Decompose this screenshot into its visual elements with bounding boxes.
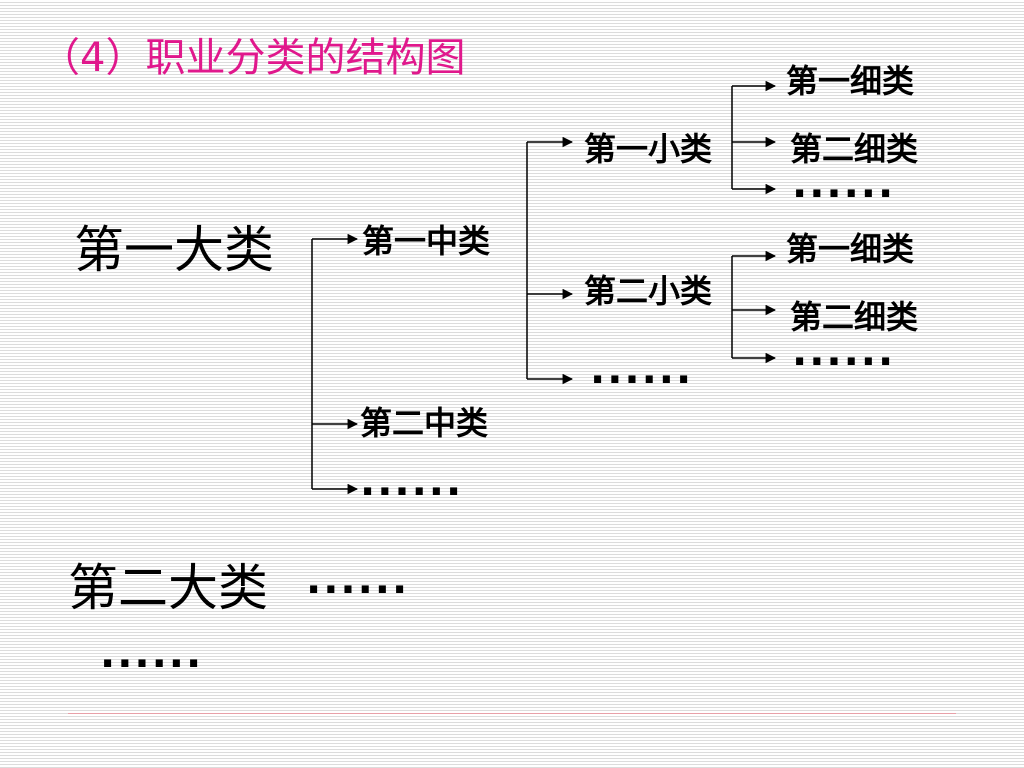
middle-class-1: 第一中类 [362, 222, 491, 260]
fine-class-1-under-minor-1: 第一细类 [786, 62, 915, 100]
minor-class-1: 第一小类 [584, 130, 713, 168]
footer-divider [68, 713, 956, 714]
fine-class-2-under-minor-2: 第二细类 [790, 298, 919, 336]
more-fine-classes-under-minor-1-ellipsis: ······ [792, 171, 896, 217]
fine-class-2-under-minor-1: 第二细类 [790, 130, 919, 168]
fine-class-1-under-minor-2: 第一细类 [786, 230, 915, 268]
more-major-classes-ellipsis: ······ [100, 641, 204, 687]
middle-class-2: 第二中类 [360, 404, 489, 442]
more-minor-classes-ellipsis: ······ [590, 357, 694, 403]
more-middle-classes-ellipsis: ······ [360, 469, 464, 515]
major-class-2-ellipsis: ······ [306, 567, 410, 613]
more-fine-classes-under-minor-2-ellipsis: ······ [792, 339, 896, 385]
major-class-1: 第一大类 [74, 221, 274, 279]
slide-title: （4）职业分类的结构图 [40, 35, 466, 81]
minor-class-2: 第二小类 [584, 272, 713, 310]
major-class-2: 第二大类 [68, 559, 268, 617]
